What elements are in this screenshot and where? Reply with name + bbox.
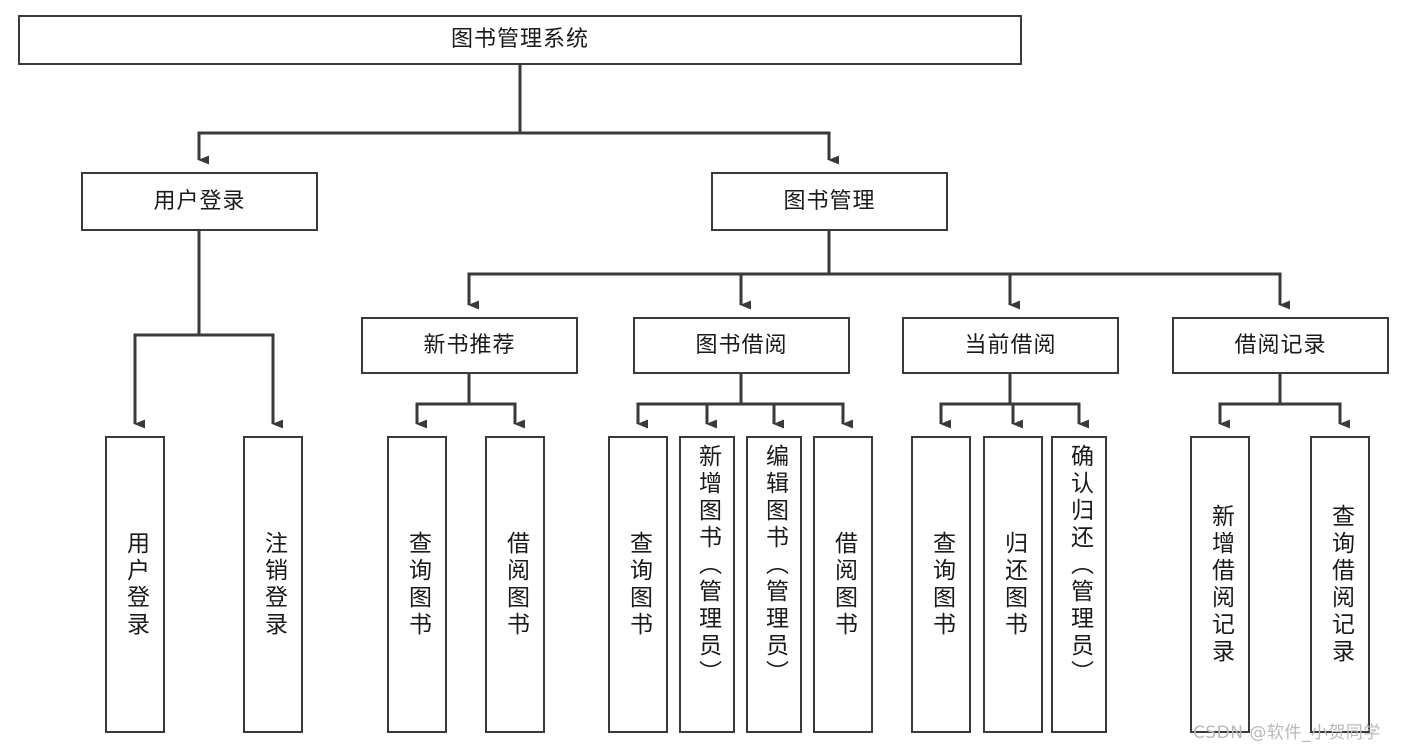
leaf-add-book-admin-label: 新增图书（管理员） xyxy=(694,444,721,687)
leaf-add-borrow-record-label: 新增借阅记录 xyxy=(1207,503,1234,666)
node-new-book-recommend-label: 新书推荐 xyxy=(423,332,516,358)
node-book-borrow-label: 图书借阅 xyxy=(695,332,788,358)
node-user-login[interactable]: 用户登录 xyxy=(81,172,318,231)
leaf-query-book-borrow[interactable]: 查询图书 xyxy=(608,436,668,733)
leaf-edit-book-admin-label: 编辑图书（管理员） xyxy=(761,444,788,687)
node-root[interactable]: 图书管理系统 xyxy=(18,15,1022,65)
leaf-borrow-book-recommend[interactable]: 借阅图书 xyxy=(485,436,545,733)
node-book-management-label: 图书管理 xyxy=(783,188,876,214)
leaf-user-login[interactable]: 用户登录 xyxy=(105,436,165,733)
leaf-query-book-recommend-label: 查询图书 xyxy=(404,530,431,639)
leaf-edit-book-admin[interactable]: 编辑图书（管理员） xyxy=(746,436,802,733)
leaf-logout-label: 注销登录 xyxy=(260,530,287,639)
node-root-label: 图书管理系统 xyxy=(450,27,589,53)
node-borrow-record-label: 借阅记录 xyxy=(1234,332,1327,358)
leaf-query-book-current[interactable]: 查询图书 xyxy=(911,436,971,733)
csdn-watermark: CSDN @软件_小贺同学 xyxy=(1193,723,1381,743)
leaf-add-borrow-record[interactable]: 新增借阅记录 xyxy=(1190,436,1250,733)
leaf-query-borrow-record-label: 查询借阅记录 xyxy=(1327,503,1354,666)
node-borrow-record[interactable]: 借阅记录 xyxy=(1172,317,1389,374)
leaf-query-borrow-record[interactable]: 查询借阅记录 xyxy=(1310,436,1370,733)
node-user-login-label: 用户登录 xyxy=(153,188,246,214)
node-book-management[interactable]: 图书管理 xyxy=(711,172,948,231)
node-new-book-recommend[interactable]: 新书推荐 xyxy=(361,317,578,374)
leaf-query-book-current-label: 查询图书 xyxy=(928,530,955,639)
leaf-user-login-label: 用户登录 xyxy=(122,530,149,639)
leaf-query-book-recommend[interactable]: 查询图书 xyxy=(387,436,447,733)
leaf-borrow-book[interactable]: 借阅图书 xyxy=(813,436,873,733)
node-book-borrow[interactable]: 图书借阅 xyxy=(633,317,850,374)
leaf-return-book-label: 归还图书 xyxy=(1000,530,1027,639)
leaf-confirm-return-admin-label: 确认归还（管理员） xyxy=(1066,444,1093,687)
leaf-add-book-admin[interactable]: 新增图书（管理员） xyxy=(679,436,735,733)
node-current-borrow-label: 当前借阅 xyxy=(964,332,1057,358)
leaf-borrow-book-recommend-label: 借阅图书 xyxy=(502,530,529,639)
leaf-return-book[interactable]: 归还图书 xyxy=(983,436,1043,733)
leaf-borrow-book-label: 借阅图书 xyxy=(830,530,857,639)
leaf-confirm-return-admin[interactable]: 确认归还（管理员） xyxy=(1051,436,1107,733)
leaf-logout[interactable]: 注销登录 xyxy=(243,436,303,733)
node-current-borrow[interactable]: 当前借阅 xyxy=(902,317,1119,374)
leaf-query-book-borrow-label: 查询图书 xyxy=(625,530,652,639)
